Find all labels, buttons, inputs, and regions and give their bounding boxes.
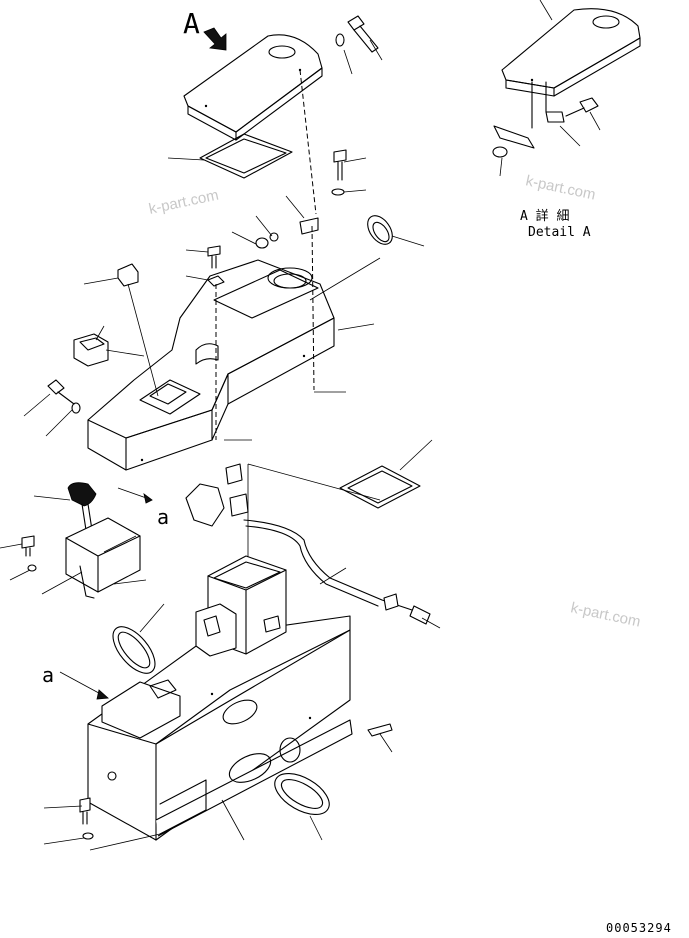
nut-washer	[255, 217, 319, 249]
watermark: k-part.com	[569, 599, 642, 630]
armrest-cover	[183, 34, 323, 141]
ref-arrow-upper	[143, 493, 153, 504]
bolt-left-upper	[47, 379, 81, 414]
cup-holder-switch	[73, 333, 109, 367]
wiring-harness	[185, 463, 431, 625]
bolt-left-lever	[21, 535, 37, 572]
view-marker-label: A	[183, 7, 200, 40]
bolt-upper-mid	[331, 149, 347, 196]
detail-title-jp: A 詳 細	[520, 208, 569, 224]
part-number: 00053294	[606, 921, 672, 935]
cover-pad	[199, 133, 293, 179]
detail-a-cover	[501, 8, 641, 129]
bolt-upper-right	[335, 15, 379, 53]
detail-title-en: Detail A	[528, 225, 591, 240]
oval-gasket-lower	[274, 773, 330, 815]
oval-gasket-left	[112, 626, 156, 674]
detail-a-bracket	[492, 0, 601, 177]
ref-label-upper: a	[157, 505, 169, 529]
assembly-guides	[127, 69, 317, 440]
watermark: k-part.com	[147, 187, 220, 218]
small-pin	[367, 723, 393, 737]
gasket-frame	[339, 465, 421, 509]
control-lever	[65, 482, 141, 599]
view-arrow	[203, 27, 227, 51]
inner-bracket	[101, 555, 287, 739]
callout-leaders	[0, 39, 441, 851]
ref-label-lower: a	[42, 663, 54, 687]
grommet	[367, 215, 393, 245]
bolt-lid-top	[207, 245, 225, 287]
switch-connector	[117, 263, 139, 287]
console-lid	[87, 259, 335, 471]
bolt-lower-left	[79, 797, 94, 840]
ref-arrow-lower	[96, 689, 109, 700]
watermark: k-part.com	[524, 172, 597, 203]
